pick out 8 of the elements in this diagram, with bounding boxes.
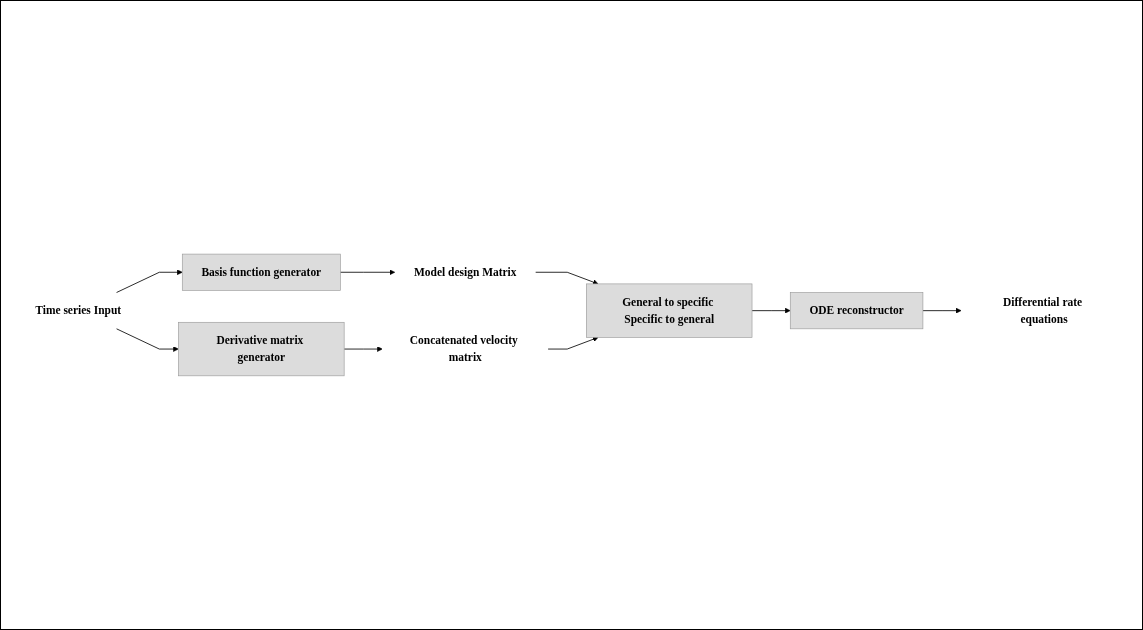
- node-text: Time series Input: [35, 304, 122, 317]
- node-box: ODE reconstructor: [789, 292, 924, 330]
- node-text: Model design Matrix: [413, 265, 517, 279]
- node-text: Concatenated velocity matrix: [409, 333, 518, 364]
- node-box: Derivative matrix generator: [178, 322, 345, 377]
- node-box: General to specific Specific to general: [586, 283, 753, 338]
- node-box: Basis function generator: [181, 253, 341, 291]
- node-text: Differential rate equations: [1003, 295, 1083, 326]
